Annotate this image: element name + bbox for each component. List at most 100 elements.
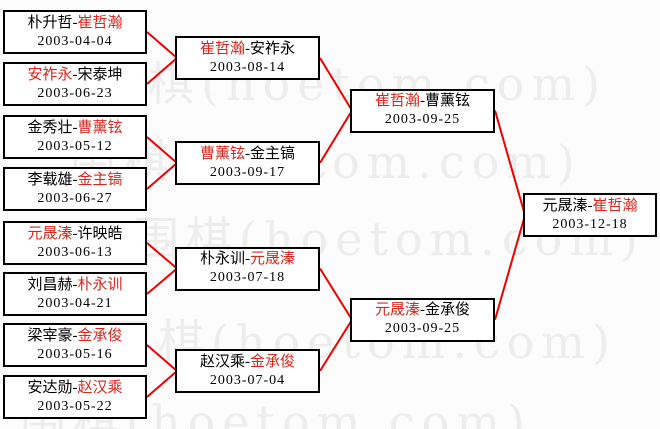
match-date: 2003-09-25 xyxy=(384,321,461,337)
player-separator: - xyxy=(72,225,78,242)
match-date: 2003-04-04 xyxy=(37,33,113,49)
bracket-connector xyxy=(146,136,178,164)
player-right: 元晟溱 xyxy=(250,251,296,267)
match-players: 梁宰豪-金承俊 xyxy=(27,327,122,346)
match-players: 刘昌赫-朴永训 xyxy=(27,276,122,295)
player-left: 元晟溱 xyxy=(27,225,73,242)
player-right: 朴永训 xyxy=(77,276,123,293)
player-separator: - xyxy=(72,379,78,396)
match-date: 2003-07-04 xyxy=(209,372,286,388)
player-separator: - xyxy=(72,119,78,136)
player-right: 金主镐 xyxy=(250,145,296,162)
player-left: 元晟溱 xyxy=(542,197,588,214)
player-left: 元晟溱 xyxy=(374,302,420,319)
match-date: 2003-05-22 xyxy=(37,398,113,414)
match-players: 崔哲瀚-曹薰铉 xyxy=(375,92,470,111)
player-right: 金承俊 xyxy=(425,302,471,319)
match-date: 2003-08-14 xyxy=(209,59,286,75)
bracket-connector xyxy=(146,57,178,85)
match-players: 元晟溱-崔哲瀚 xyxy=(542,197,637,216)
player-separator: - xyxy=(72,327,78,344)
match-date: 2003-06-27 xyxy=(37,190,113,206)
player-right: 金承俊 xyxy=(250,353,296,370)
match-date: 2003-05-16 xyxy=(37,346,113,362)
player-right: 崔哲瀚 xyxy=(592,197,638,214)
player-left: 朴升哲 xyxy=(27,14,73,31)
bracket-connector xyxy=(146,162,178,190)
player-left: 安祚永 xyxy=(27,66,73,83)
bracket-connector xyxy=(146,242,178,270)
match-players: 朴升哲-崔哲瀚 xyxy=(27,14,122,33)
player-separator: - xyxy=(420,302,425,319)
match-date: 2003-09-25 xyxy=(384,112,461,127)
player-left: 安达勋 xyxy=(27,379,73,396)
player-left: 刘昌赫 xyxy=(27,276,73,293)
player-left: 崔哲瀚 xyxy=(374,93,420,109)
match-players: 李载雄-金主镐 xyxy=(27,171,122,190)
player-right: 宋泰坤 xyxy=(77,66,123,83)
player-separator: - xyxy=(245,353,250,370)
match-date: 2003-09-17 xyxy=(209,164,286,180)
bracket-connector xyxy=(146,31,178,59)
match-players: 金秀壮-曹薰铉 xyxy=(27,119,122,138)
bracket-connector xyxy=(319,109,353,164)
player-right: 崔哲瀚 xyxy=(77,14,123,31)
player-left: 曹薰铉 xyxy=(199,145,245,162)
bracket-connector xyxy=(494,110,526,216)
player-right: 金承俊 xyxy=(77,327,123,344)
bracket-connector xyxy=(319,267,353,321)
bracket-connector xyxy=(319,319,353,372)
match-round2-1: 崔哲瀚-安祚永 2003-08-14 xyxy=(175,36,320,80)
match-date: 2003-05-12 xyxy=(37,138,113,154)
player-separator: - xyxy=(72,171,78,188)
player-separator: - xyxy=(587,197,593,214)
bracket-connector xyxy=(146,370,178,398)
match-players: 赵汉乘-金承俊 xyxy=(200,353,295,372)
player-separator: - xyxy=(245,251,250,267)
match-players: 安达勋-赵汉乘 xyxy=(27,379,122,398)
player-right: 曹薰铉 xyxy=(425,93,471,109)
player-left: 金秀壮 xyxy=(27,119,73,136)
match-players: 元晟溱-许映皓 xyxy=(27,225,122,244)
bracket-connector xyxy=(494,214,526,321)
player-left: 李载雄 xyxy=(27,171,73,188)
bracket-connector xyxy=(146,344,178,372)
player-left: 梁宰豪 xyxy=(27,327,73,344)
match-date: 2003-04-21 xyxy=(37,295,113,311)
match-date: 2003-07-18 xyxy=(209,270,286,285)
player-separator: - xyxy=(72,66,78,83)
player-separator: - xyxy=(72,276,78,293)
player-right: 赵汉乘 xyxy=(77,379,123,396)
player-left: 崔哲瀚 xyxy=(199,40,245,57)
player-separator: - xyxy=(245,145,250,162)
match-players: 曹薰铉-金主镐 xyxy=(200,145,295,164)
player-right: 许映皓 xyxy=(77,225,123,242)
match-players: 朴永训-元晟溱 xyxy=(200,250,295,269)
player-separator: - xyxy=(245,40,250,57)
match-players: 元晟溱-金承俊 xyxy=(375,301,470,320)
bracket-connector xyxy=(319,57,353,112)
bracket-connector xyxy=(146,267,178,295)
player-separator: - xyxy=(72,14,78,31)
player-left: 赵汉乘 xyxy=(199,353,245,370)
player-right: 金主镐 xyxy=(77,171,123,188)
player-separator: - xyxy=(420,93,425,109)
player-right: 安祚永 xyxy=(250,40,296,57)
match-players: 安祚永-宋泰坤 xyxy=(27,66,122,85)
match-date: 2003-06-13 xyxy=(37,244,113,260)
